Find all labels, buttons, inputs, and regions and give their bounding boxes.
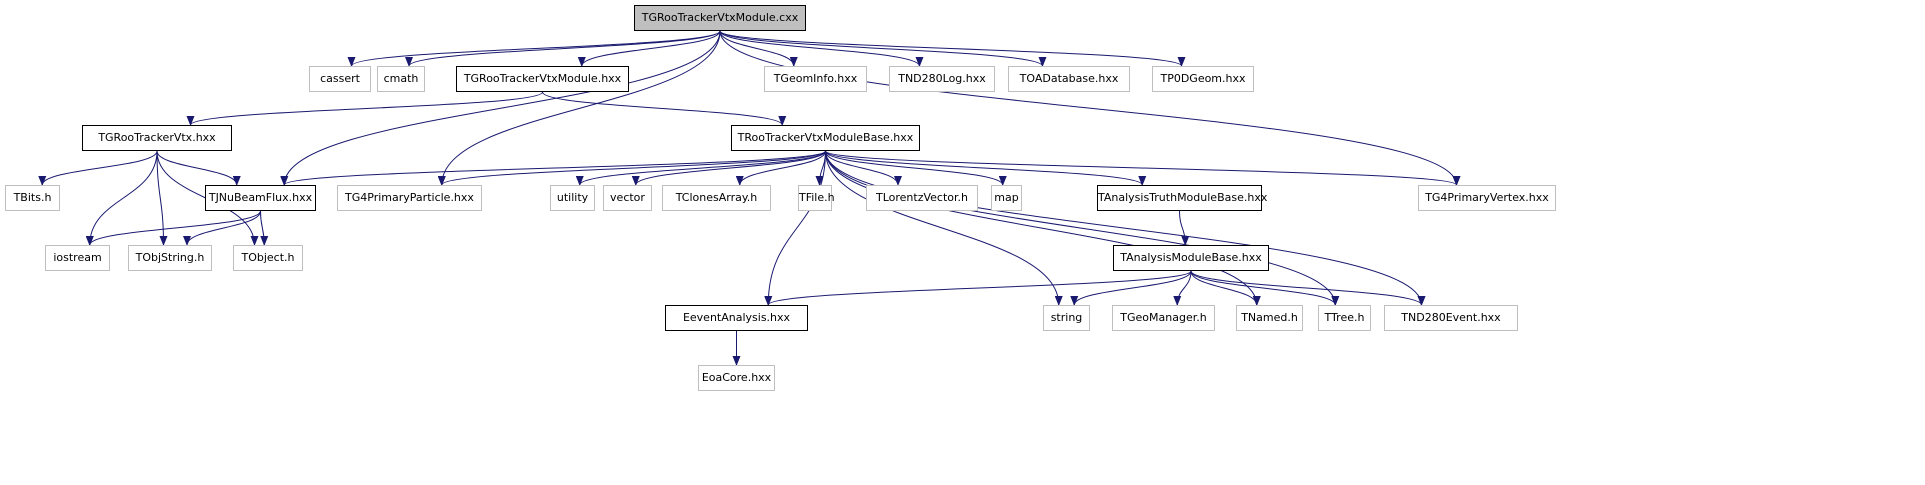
node-tgeomanager[interactable]: TGeoManager.h bbox=[1112, 305, 1215, 331]
edge-modulebase-to-eeventanalysis bbox=[764, 150, 826, 306]
edge-modulebase-to-jnubeamflux bbox=[280, 150, 826, 186]
edge-main-to-g4primaryvertex bbox=[719, 30, 1461, 186]
node-tnd280log[interactable]: TND280Log.hxx bbox=[889, 66, 995, 92]
edge-modulebase-to-g4primaryparticle bbox=[437, 150, 826, 186]
edge-modulebase-to-tnd280event bbox=[825, 150, 1426, 306]
edge-modulebase-to-g4primaryvertex bbox=[825, 150, 1461, 186]
edge-modulebase-to-truthmodulebase bbox=[825, 150, 1147, 186]
node-ttree[interactable]: TTree.h bbox=[1318, 305, 1371, 331]
node-eevent-analysis[interactable]: EeventAnalysis.hxx bbox=[665, 305, 808, 331]
node-tanalysis-module-base[interactable]: TAnalysisModuleBase.hxx bbox=[1113, 245, 1269, 271]
edge-analysismodulebase-to-string bbox=[1070, 270, 1192, 306]
edge-modulebase-to-vector bbox=[631, 150, 826, 186]
node-tfile[interactable]: TFile.h bbox=[798, 185, 835, 211]
node-tanalysis-truth-module-base[interactable]: TAnalysisTruthModuleBase.hxx bbox=[1097, 185, 1267, 211]
node-tbits[interactable]: TBits.h bbox=[5, 185, 60, 211]
edge-modulebase-to-string bbox=[825, 150, 1063, 306]
node-eoacore[interactable]: EoaCore.hxx bbox=[698, 365, 775, 391]
edge-main-to-geominfo bbox=[719, 30, 798, 67]
node-tgroo-tracker-vtx-hxx[interactable]: TGRooTrackerVtx.hxx bbox=[82, 125, 232, 151]
node-tnd280event[interactable]: TND280Event.hxx bbox=[1384, 305, 1518, 331]
node-tgroo-tracker-vtx-module-hxx[interactable]: TGRooTrackerVtxModule.hxx bbox=[456, 66, 629, 92]
node-cmath[interactable]: cmath bbox=[377, 66, 425, 92]
edge-vtx_hxx-to-iostream bbox=[85, 150, 158, 246]
edge-modulebase-to-tlorentzvector bbox=[825, 150, 902, 186]
edge-analysismodulebase-to-tgeomanager bbox=[1173, 270, 1192, 306]
edge-vtx_hxx-to-jnubeamflux bbox=[156, 150, 241, 186]
node-iostream[interactable]: iostream bbox=[45, 245, 110, 271]
node-tgeominfo[interactable]: TGeomInfo.hxx bbox=[764, 66, 867, 92]
node-vector[interactable]: vector bbox=[603, 185, 652, 211]
edge-analysismodulebase-to-ttree bbox=[1190, 270, 1340, 306]
node-troo-tracker-vtx-module-base[interactable]: TRooTrackerVtxModuleBase.hxx bbox=[731, 125, 920, 151]
edge-modulebase-to-ttree bbox=[825, 150, 1340, 306]
node-map[interactable]: map bbox=[991, 185, 1022, 211]
edge-main-to-nd280log bbox=[719, 30, 924, 67]
node-tnamed[interactable]: TNamed.h bbox=[1236, 305, 1303, 331]
node-tg4primaryvertex[interactable]: TG4PrimaryVertex.hxx bbox=[1418, 185, 1556, 211]
edge-modulebase-to-map bbox=[825, 150, 1007, 186]
edge-module_hxx-to-vtx_hxx bbox=[186, 91, 543, 126]
node-cassert[interactable]: cassert bbox=[309, 66, 371, 92]
node-tjnubeamflux[interactable]: TJNuBeamFlux.hxx bbox=[205, 185, 316, 211]
edge-main-to-p0dgeom bbox=[719, 30, 1186, 67]
node-toadatabase[interactable]: TOADatabase.hxx bbox=[1008, 66, 1130, 92]
edge-vtx_hxx-to-tbits bbox=[38, 150, 158, 186]
edge-main-to-jnubeamflux bbox=[280, 30, 721, 186]
edge-modulebase-to-utility bbox=[575, 150, 826, 186]
edge-main-to-g4primaryparticle bbox=[437, 30, 721, 186]
node-tlorentzvector[interactable]: TLorentzVector.h bbox=[866, 185, 978, 211]
node-string[interactable]: string bbox=[1043, 305, 1090, 331]
edge-modulebase-to-tclonesarray bbox=[735, 150, 826, 186]
edge-jnubeamflux-to-iostream bbox=[85, 210, 261, 246]
edge-main-to-cmath bbox=[405, 30, 721, 67]
node-tobjstring[interactable]: TObjString.h bbox=[128, 245, 212, 271]
node-main-file: TGRooTrackerVtxModule.cxx bbox=[634, 5, 806, 31]
node-utility[interactable]: utility bbox=[550, 185, 595, 211]
edge-main-to-cassert bbox=[347, 30, 721, 67]
node-tclonesarray[interactable]: TClonesArray.h bbox=[662, 185, 771, 211]
edge-jnubeamflux-to-tobjstring bbox=[183, 210, 261, 246]
edge-truthmodulebase-to-analysismodulebase bbox=[1179, 210, 1190, 246]
node-tg4primaryparticle[interactable]: TG4PrimaryParticle.hxx bbox=[337, 185, 482, 211]
node-tp0dgeom[interactable]: TP0DGeom.hxx bbox=[1152, 66, 1254, 92]
edge-main-to-oadatabase bbox=[719, 30, 1047, 67]
edge-module_hxx-to-modulebase bbox=[542, 91, 787, 126]
edge-vtx_hxx-to-tobjstring bbox=[156, 150, 168, 246]
edge-modulebase-to-tnamed bbox=[825, 150, 1261, 306]
edge-analysismodulebase-to-eeventanalysis bbox=[764, 270, 1192, 306]
edge-jnubeamflux-to-tobject bbox=[260, 210, 269, 246]
edge-analysismodulebase-to-tnamed bbox=[1190, 270, 1261, 306]
edge-analysismodulebase-to-tnd280event bbox=[1190, 270, 1426, 306]
node-tobject[interactable]: TObject.h bbox=[233, 245, 303, 271]
edge-main-to-module_hxx bbox=[577, 30, 721, 67]
